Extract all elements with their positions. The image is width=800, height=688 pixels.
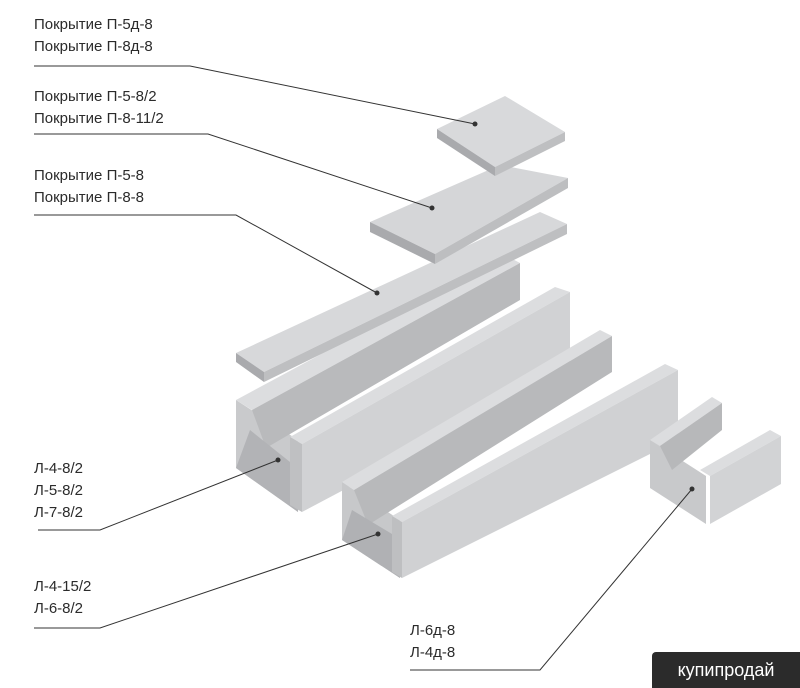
label-line: Покрытие П-5д-8 bbox=[34, 16, 153, 33]
label-line: Л-6-8/2 bbox=[34, 600, 84, 617]
label-line: Л-4-15/2 bbox=[34, 578, 92, 595]
label-cover-p-5d-8: Покрытие П-5д-8 Покрытие П-8д-8 bbox=[34, 14, 153, 58]
label-cover-p-5-8: Покрытие П-5-8 Покрытие П-8-8 bbox=[34, 165, 144, 209]
label-line: Л-7-8/2 bbox=[34, 504, 84, 521]
watermark: купипродай bbox=[652, 652, 800, 688]
label-line: Л-6д-8 bbox=[410, 622, 456, 639]
label-line: Л-4-8/2 bbox=[34, 460, 84, 477]
label-tray-l-6d-8: Л-6д-8 Л-4д-8 bbox=[410, 620, 455, 664]
label-line: Покрытие П-8-8 bbox=[34, 189, 145, 206]
leader-dots bbox=[275, 121, 695, 537]
label-line: Покрытие П-5-8/2 bbox=[34, 88, 157, 105]
tray-long bbox=[236, 255, 570, 512]
label-line: Покрытие П-8-11/2 bbox=[34, 110, 164, 127]
label-tray-l-4-8-2: Л-4-8/2 Л-5-8/2 Л-7-8/2 bbox=[34, 458, 83, 524]
cover-p-5-8 bbox=[236, 212, 567, 382]
label-cover-p-5-8-2: Покрытие П-5-8/2 Покрытие П-8-11/2 bbox=[34, 86, 164, 130]
tray-medium bbox=[342, 330, 678, 578]
label-line: Покрытие П-8д-8 bbox=[34, 38, 153, 55]
leader-lines bbox=[34, 65, 693, 671]
label-line: Покрытие П-5-8 bbox=[34, 167, 145, 184]
label-line: Л-4д-8 bbox=[410, 644, 456, 661]
tray-short bbox=[650, 397, 781, 524]
cover-p-5-8-2 bbox=[370, 165, 568, 264]
label-line: Л-5-8/2 bbox=[34, 482, 84, 499]
cover-p-5d-8 bbox=[437, 96, 565, 176]
label-tray-l-4-15-2: Л-4-15/2 Л-6-8/2 bbox=[34, 576, 91, 620]
